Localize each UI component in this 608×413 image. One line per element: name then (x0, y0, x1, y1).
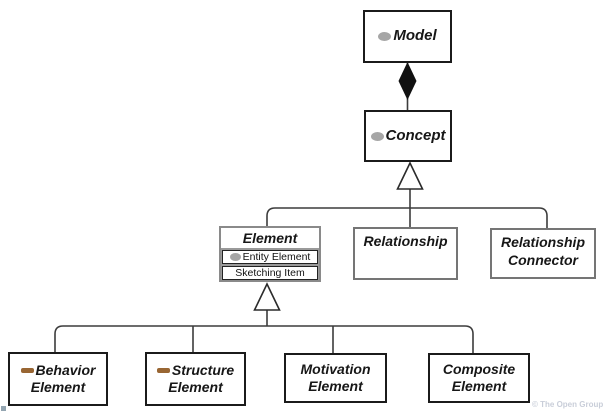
element-compartment-sketching: Sketching Item (222, 266, 318, 280)
dash-icon (20, 367, 34, 373)
composition-diamond-icon (398, 62, 417, 100)
dash-icon (156, 367, 170, 373)
structure-element-node: Structure Element (145, 352, 246, 406)
generalization-branch-concept (266, 207, 548, 228)
generalization-triangle-icon (253, 282, 281, 311)
composite-element-label: Composite Element (442, 360, 516, 395)
ellipse-icon (229, 253, 241, 261)
generalization-branch-element (54, 325, 474, 353)
model-node: Model (363, 10, 452, 63)
generalization-triangle-icon (396, 161, 424, 190)
corner-artifact (1, 406, 6, 411)
composite-element-node: Composite Element (428, 353, 530, 403)
relationship-node: Relationship (353, 227, 458, 280)
entity-element-label: Entity Element (242, 251, 311, 263)
behavior-element-label: Behavior Element (30, 361, 96, 396)
model-label: Model (393, 27, 437, 45)
relationship-connector-label: Relationship Connector (500, 234, 585, 268)
ellipse-icon (370, 131, 384, 141)
element-title: Element (221, 228, 319, 248)
concept-label: Concept (385, 126, 446, 144)
element-compartment-entity: Entity Element (222, 250, 318, 264)
watermark: © The Open Group (532, 400, 604, 409)
ellipse-icon (378, 32, 392, 42)
relationship-connector-node: Relationship Connector (490, 228, 596, 279)
motivation-element-node: Motivation Element (284, 353, 387, 403)
concept-node: Concept (364, 110, 452, 162)
relationship-label: Relationship (363, 233, 448, 249)
structure-element-label: Structure Element (168, 361, 235, 396)
sketching-item-label: Sketching Item (235, 267, 305, 279)
behavior-element-node: Behavior Element (8, 352, 108, 406)
motivation-element-label: Motivation Element (300, 360, 371, 395)
element-node: Element Entity Element Sketching Item (219, 226, 321, 282)
